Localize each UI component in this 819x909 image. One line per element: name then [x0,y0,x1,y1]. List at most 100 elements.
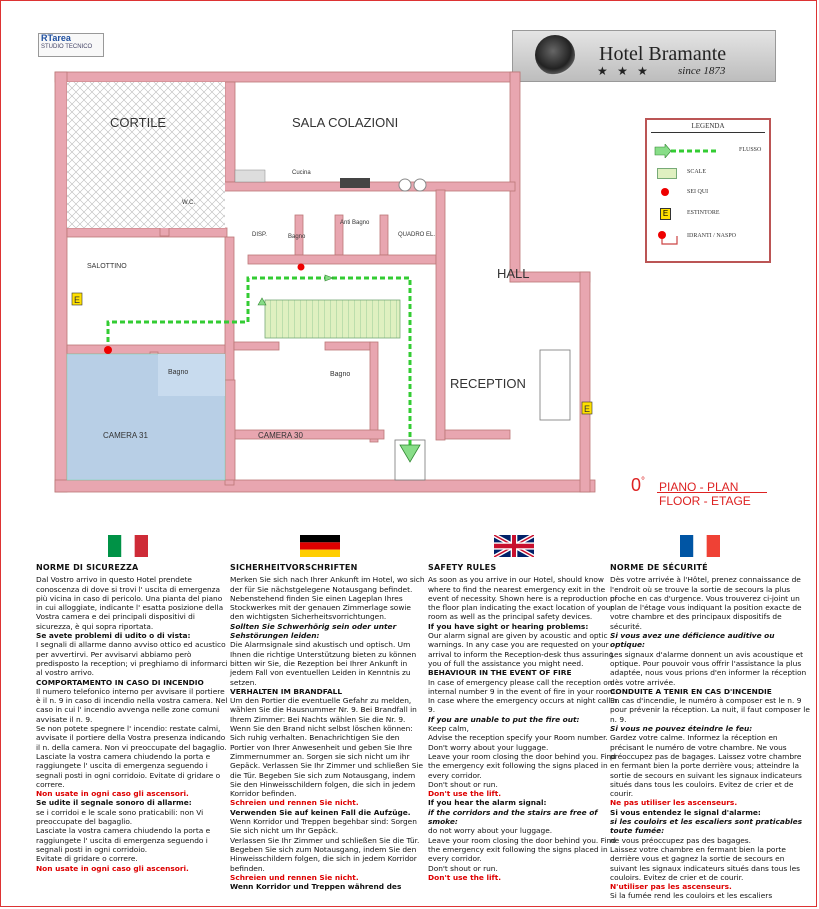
paragraph: Gardez votre calme. Informez la réceptio… [610,733,802,799]
paragraph: se i corridoi e le scale sono praticabil… [36,807,204,827]
paragraph: Lasciate la vostra camera chiudendo la p… [36,826,211,854]
floor-label-line2: FLOOR - ETAGE [659,494,751,508]
paragraph: Wenn Korridor und Treppen begehbar sind:… [230,817,417,836]
floor-number: 0° [631,475,646,495]
room-label-camera-31: CAMERA 31 [103,431,148,440]
subheading: si les couloirs et les escaliers sont pr… [610,817,803,836]
warning-text: Ne pas utiliser les ascenseurs. [610,798,738,808]
warning-text: N'utiliser pas les ascenseurs. [610,882,732,892]
room-label-sala-colazioni: SALA COLAZIONI [292,115,398,130]
subheading: If you have sight or hearing problems: [428,621,589,631]
section-heading: COMPORTAMENTO IN CASO DI INCENDIO [36,677,204,687]
legend-item-sei-qui: SEI QUI [687,189,709,195]
paragraph: Dal Vostro arrivo in questo Hotel prende… [36,575,224,631]
paragraph: Um den Portier die eventuelle Gefahr zu … [230,696,417,724]
paragraph: In case of emergency please call the rec… [428,677,620,715]
hotel-stars: ★ ★ ★ [597,64,651,78]
room-label-cortile: CORTILE [110,115,166,130]
room-label-bagno-30: Bagno [330,371,350,378]
paragraph: I segnali di allarme danno avviso ottico… [36,640,228,678]
extinguisher-mark: E [74,295,80,305]
paragraph: ne vous préoccupez pas des bagages. [610,835,752,845]
section-heading: CONDUITE A TENIR EN CAS D'INCENDIE [610,686,772,696]
paragraph: Die Alarmsignale sind akustisch und opti… [230,640,417,687]
paragraph: Si la fumée rend les couloirs et les esc… [610,891,773,901]
paragraph: do not worry about your luggage. [428,826,553,836]
hotel-name: Hotel Bramante [599,43,727,65]
subheading: Sollten Sie Schwerhörig sein oder unter … [230,621,397,641]
column-title: SAFETY RULES [428,563,497,572]
subheading: If you hear the alarm signal: [428,798,547,808]
room-label-bagno-31: Bagno [168,369,188,376]
paragraph: Leave your room closing the door behind … [428,751,616,780]
you-are-here-icon [297,263,305,271]
paragraph: Evitate di gridare o correre. [36,854,138,864]
subheading: Si vous avez une déficience auditive ou … [610,631,775,650]
floor-label-divider [657,492,767,493]
warning-text: Don't use the lift. [428,872,502,882]
route-arrow-icon [399,444,421,463]
rules-column-german: SICHERHEITVORSCHRIFTEN Merken Sie sich n… [230,563,425,891]
warning-text: Schreien und rennen Sie nicht. [230,798,359,808]
subheading: if the corridors and the stairs are free… [428,807,598,827]
extinguisher-mark: E [584,404,590,414]
paragraph: Don't shout or run. [428,779,498,789]
column-title: NORME DE SÉCURITÉ [610,563,708,572]
paragraph: Our alarm signal are given by acoustic a… [428,631,614,668]
rules-column-italian: NORME DI SICUREZZA Dal Vostro arrivo in … [36,563,231,873]
rules-column-french: NORME DE SÉCURITÉ Dès votre arrivée à l'… [610,563,810,901]
kitchen-sink-icon [413,178,427,192]
company-logo-text: RTarea [41,33,71,43]
legend-item-idranti: IDRANTI / NASPO [687,233,737,239]
paragraph: Merken Sie sich nach Ihrer Ankunft im Ho… [230,575,425,622]
warning-text: Non usate in ogni caso gli ascensori. [36,863,189,873]
paragraph: As soon as you arrive in our Hotel, shou… [428,575,618,622]
legend-item-flusso: FLUSSO [739,147,762,153]
legend-title: LEGENDA [691,122,725,130]
paragraph: Advise the reception specify your Room n… [428,733,608,743]
paragraph: Dès votre arrivée à l'Hôtel, prenez conn… [610,575,802,631]
cortile-area [67,82,225,228]
uk-flag-icon [494,535,534,557]
you-are-here-legend-icon [661,188,669,196]
stairs-legend-icon [657,168,677,179]
paragraph: Se non potete spegnere l' incendio: rest… [36,724,227,752]
warning-text: Don't use the lift. [428,789,502,799]
route-arrow-icon [324,274,334,282]
column-title: NORME DI SICUREZZA [36,563,139,572]
hotel-logo: Hotel Bramante ★ ★ ★ since 1873 [512,30,776,82]
paragraph: En cas d'incendie, le numéro à composer … [610,696,810,724]
france-flag-icon [680,535,720,557]
paragraph: Keep calm, [428,724,469,734]
room-label-quadro: QUADRO EL. [398,232,435,238]
warning-text: Schreien und rennen Sie nicht. [230,872,359,882]
legend-item-scale: SCALE [687,169,707,175]
room-label-wc: W.C. [182,200,195,206]
paragraph: Don't worry about your luggage. [428,742,549,752]
subheading: Verwenden Sie auf keinen Fall die Aufzüg… [230,807,411,817]
bagno-31-area [158,354,225,396]
column-title: SICHERHEITVORSCHRIFTEN [230,563,358,572]
rules-column-english: SAFETY RULES As soon as you arrive in ou… [428,563,623,882]
route-arrow-icon [257,297,267,306]
extinguisher-icon [71,292,83,306]
room-label-cucina: Cucina [292,170,311,176]
escape-route [106,276,412,450]
floor-plan: CORTILE SALA COLAZIONI Cucina W.C. DISP.… [54,71,596,493]
paragraph: Wenn Sie den Brand nicht selbst löschen … [230,724,423,799]
room-label-hall: HALL [497,266,530,281]
hydrant-legend-icon [658,231,678,245]
paragraph: Laissez votre chambre en fermant bien la… [610,844,800,882]
extinguisher-icon [581,401,593,415]
subheading: Si vous entendez le signal d'alarme: [610,807,761,817]
subheading: If you are unable to put the fire out: [428,714,580,724]
floor-label-line1: PIANO - PLAN [659,480,739,494]
extinguisher-legend-icon: E [660,208,671,220]
paragraph: Leave your room closing the door behind … [428,835,616,864]
kitchen-counter [234,169,266,183]
room-label-bagno: Bagno [288,234,306,240]
legend: LEGENDA FLUSSO SCALE SEI QUI E ESTINTORE… [645,118,771,263]
stairs [264,299,401,339]
room-label-antibagno: Anti Bagno [340,220,370,226]
legend-item-estintore: ESTINTORE [687,210,720,216]
